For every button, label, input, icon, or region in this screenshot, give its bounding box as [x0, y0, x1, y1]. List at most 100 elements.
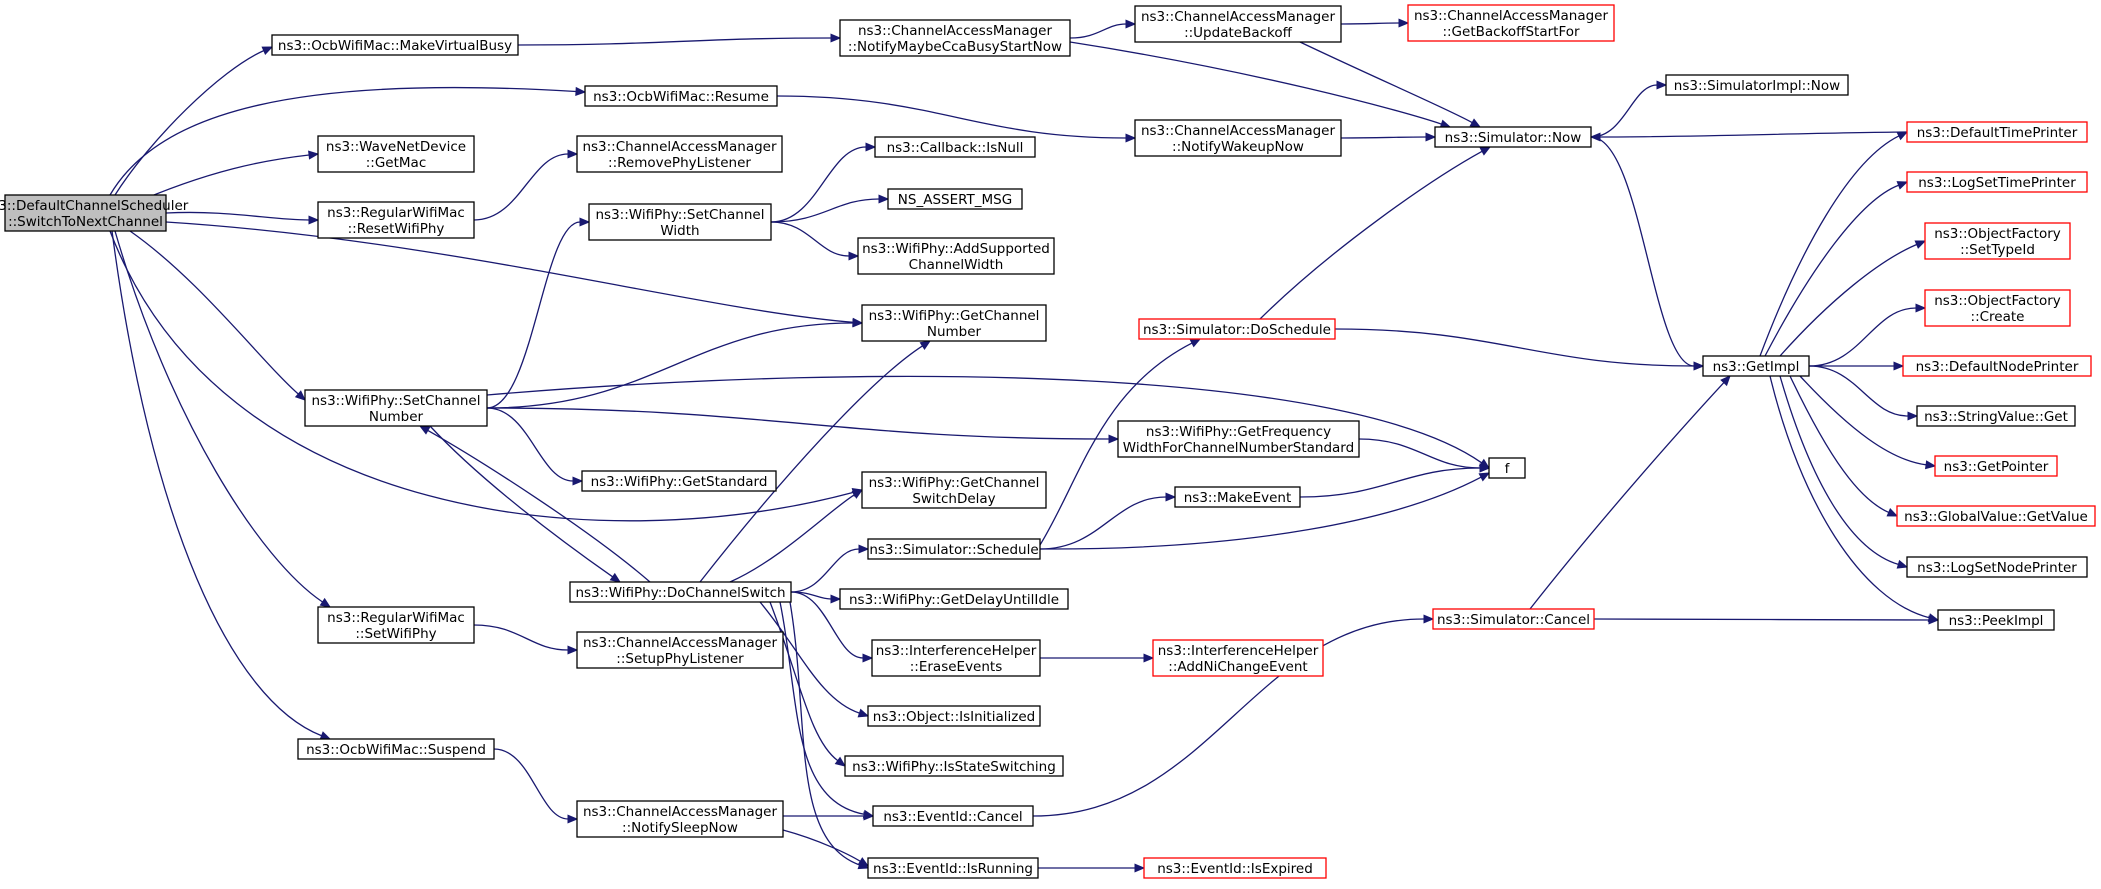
node-simcancel[interactable]: ns3::Simulator::Cancel [1432, 608, 1595, 630]
node-notifysleep[interactable]: ns3::ChannelAccessManager::NotifySleepNo… [576, 800, 784, 838]
node-box [304, 389, 488, 427]
node-peekimpl[interactable]: ns3::PeekImpl [1937, 609, 2055, 631]
node-isrunning[interactable]: ns3::EventId::IsRunning [867, 857, 1039, 879]
node-box [1134, 119, 1342, 157]
node-getfreq[interactable]: ns3::WifiPhy::GetFrequencyWidthForChanne… [1117, 420, 1360, 458]
node-suspend[interactable]: ns3::OcbWifiMac::Suspend [297, 738, 495, 760]
edge-line [782, 829, 861, 862]
node-erase[interactable]: ns3::InterferenceHelper::EraseEvents [871, 639, 1041, 677]
edge-line [1808, 365, 1909, 417]
node-box [1702, 355, 1810, 377]
node-box [317, 606, 475, 644]
node-label: ns3::WifiPhy::GetFrequency [1146, 424, 1331, 440]
node-simnow[interactable]: ns3::Simulator::Now [1434, 126, 1592, 148]
node-isinit[interactable]: ns3::Object::IsInitialized [867, 705, 1041, 727]
node-label: ns3::WifiPhy::SetChannel [312, 393, 481, 409]
edge-notifymaybe-to-updbackoff [1069, 19, 1137, 39]
node-box [1902, 355, 2092, 377]
edge-line [1032, 618, 1425, 817]
node-simimplnow[interactable]: ns3::SimulatorImpl::Now [1665, 74, 1849, 96]
node-isnull[interactable]: ns3::Callback::IsNull [874, 136, 1036, 158]
node-label: ns3::WifiPhy::AddSupported [862, 241, 1050, 257]
node-label: ::RemovePhyListener [608, 155, 751, 171]
node-box [569, 581, 792, 603]
edge-line [1789, 375, 1889, 514]
node-root[interactable]: ns3::DefaultChannelScheduler::SwitchToNe… [0, 194, 189, 232]
node-strget[interactable]: ns3::StringValue::Get [1916, 405, 2076, 427]
node-box [844, 755, 1064, 777]
node-notifywake[interactable]: ns3::ChannelAccessManager::NotifyWakeupN… [1134, 119, 1342, 157]
edge-line [1808, 307, 1917, 367]
edge-arrowhead [878, 194, 890, 204]
edge-arrowhead [1134, 863, 1146, 873]
node-setupphy[interactable]: ns3::ChannelAccessManager::SetupPhyListe… [576, 631, 784, 669]
node-getstd[interactable]: ns3::WifiPhy::GetStandard [581, 470, 777, 492]
node-f[interactable]: f [1488, 457, 1526, 479]
edge-arrowhead [851, 489, 864, 499]
edge-line [1590, 136, 1695, 367]
node-getdelay[interactable]: ns3::WifiPhy::GetDelayUntilIdle [839, 588, 1069, 610]
node-logsettime[interactable]: ns3::LogSetTimePrinter [1906, 171, 2088, 193]
node-isexpired[interactable]: ns3::EventId::IsExpired [1143, 857, 1327, 879]
node-box [4, 194, 167, 232]
node-isstatesw[interactable]: ns3::WifiPhy::IsStateSwitching [844, 755, 1064, 777]
edge-arrowhead [857, 857, 870, 867]
node-label: ns3::ObjectFactory [1934, 293, 2061, 309]
edge-line [1529, 382, 1725, 610]
node-getimpl[interactable]: ns3::GetImpl [1702, 355, 1810, 377]
node-deftime[interactable]: ns3::DefaultTimePrinter [1906, 121, 2088, 143]
edge-notifysleep-to-evcancel [783, 811, 875, 821]
node-wavegetmac[interactable]: ns3::WaveNetDevice::GetMac [317, 135, 475, 173]
node-resetwp[interactable]: ns3::RegularWifiMac::ResetWifiPhy [317, 201, 475, 239]
node-label: ns3::OcbWifiMac::Suspend [306, 742, 486, 758]
edge-getimpl-to-deftime [1759, 131, 1909, 357]
node-updbackoff[interactable]: ns3::ChannelAccessManager::UpdateBackoff [1134, 5, 1342, 43]
edge-getimpl-to-peekimpl [1769, 375, 1940, 623]
edge-makevb-to-notifymaybe [517, 33, 842, 46]
node-makevb[interactable]: ns3::OcbWifiMac::MakeVirtualBusy [271, 34, 519, 56]
edge-notifywake-to-simnow [1340, 132, 1437, 142]
edge-arrowhead [1907, 411, 1919, 421]
node-ofsettype[interactable]: ns3::ObjectFactory::SetTypeId [1924, 222, 2071, 260]
node-dosched[interactable]: ns3::Simulator::DoSchedule [1138, 318, 1336, 340]
node-label: ChannelWidth [909, 257, 1004, 273]
edge-arrowhead [1886, 508, 1899, 517]
node-ofcreate[interactable]: ns3::ObjectFactory::Create [1924, 289, 2071, 327]
edge-arrowhead [857, 708, 870, 718]
node-evcancel[interactable]: ns3::EventId::Cancel [872, 805, 1034, 827]
node-simsched[interactable]: ns3::Simulator::Schedule [867, 538, 1041, 560]
edge-line [111, 230, 322, 737]
node-label: ::SetTypeId [1960, 242, 2035, 258]
node-resume[interactable]: ns3::OcbWifiMac::Resume [584, 85, 778, 107]
node-nsassert[interactable]: NS_ASSERT_MSG [887, 188, 1023, 210]
node-notifymaybe[interactable]: ns3::ChannelAccessManager::NotifyMaybeCc… [839, 19, 1071, 57]
edge-arrowhead [1720, 375, 1731, 387]
node-gvget[interactable]: ns3::GlobalValue::GetValue [1896, 505, 2096, 527]
node-logsetnode[interactable]: ns3::LogSetNodePrinter [1906, 556, 2088, 578]
edge-arrowhead [575, 86, 587, 96]
edge-line [114, 50, 265, 196]
edge-dochsw-to-isinit [759, 601, 870, 718]
node-getptr[interactable]: ns3::GetPointer [1934, 455, 2058, 477]
node-addni[interactable]: ns3::InterferenceHelper::AddNiChangeEven… [1152, 639, 1324, 677]
node-defnode[interactable]: ns3::DefaultNodePrinter [1902, 355, 2092, 377]
node-label: ns3::EventId::IsRunning [873, 861, 1033, 877]
node-removephy[interactable]: ns3::ChannelAccessManager::RemovePhyList… [576, 135, 783, 173]
edge-makeevent-to-f [1299, 463, 1491, 498]
node-label: ns3::MakeEvent [1184, 490, 1292, 506]
edge-line [1779, 375, 1899, 566]
edge-line [1039, 342, 1193, 546]
edge-arrowhead [1693, 361, 1705, 371]
node-getbackoff[interactable]: ns3::ChannelAccessManager::GetBackoffSta… [1407, 4, 1615, 42]
node-box [1906, 121, 2088, 143]
node-dochsw[interactable]: ns3::WifiPhy::DoChannelSwitch [569, 581, 792, 603]
node-makeevent[interactable]: ns3::MakeEvent [1174, 486, 1301, 508]
edge-line [1340, 136, 1427, 139]
node-label: ns3::InterferenceHelper [1158, 643, 1319, 659]
node-setwp[interactable]: ns3::RegularWifiMac::SetWifiPhy [317, 606, 475, 644]
